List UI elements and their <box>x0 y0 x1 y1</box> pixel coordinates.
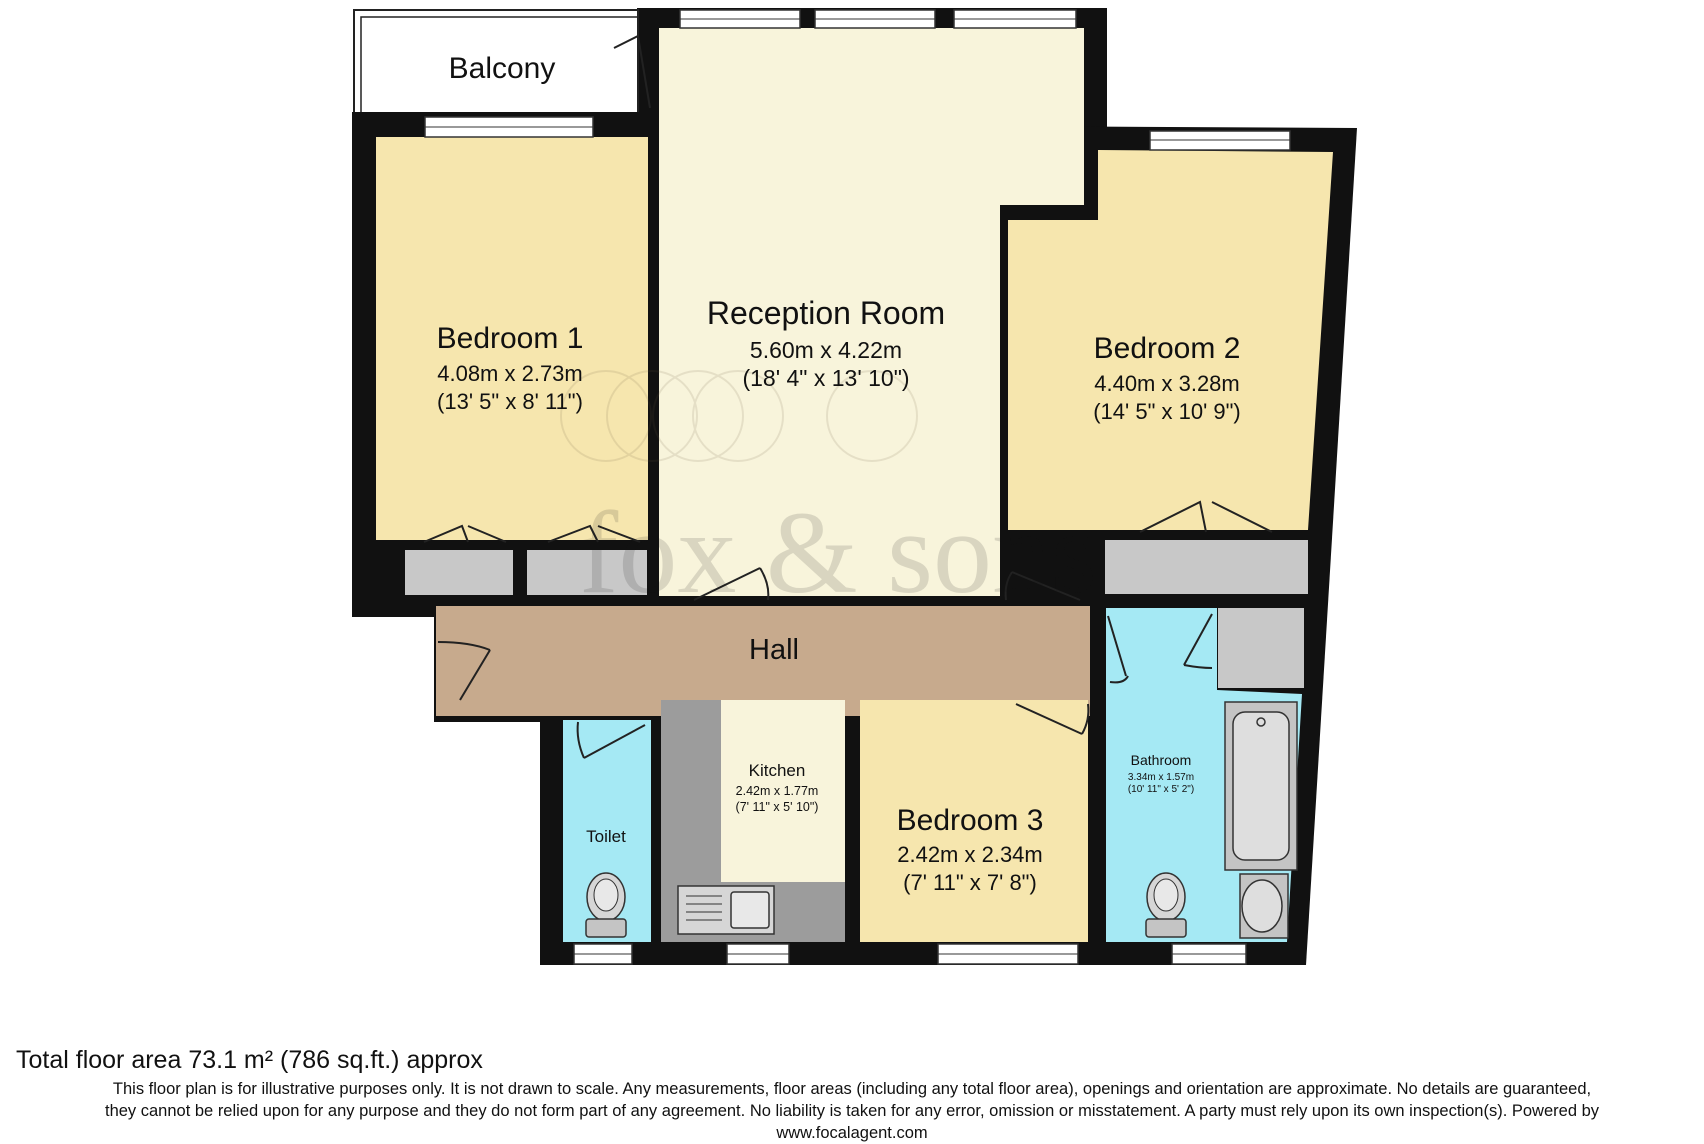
door-swings <box>423 35 1273 759</box>
bedroom-3-metric: 2.42m x 2.34m <box>897 842 1043 867</box>
front-door <box>437 641 491 701</box>
sink-icon <box>677 885 775 935</box>
bedroom-2-door <box>1004 571 1081 601</box>
balcony-door <box>613 35 651 109</box>
bedroom-1-name: Bedroom 1 <box>437 322 584 355</box>
bathroom-wc-icon <box>1145 872 1187 938</box>
bedroom-3-imperial: (7' 11" x 7' 8") <box>903 870 1037 895</box>
agent-watermark <box>560 370 918 462</box>
toilet-door <box>576 721 646 759</box>
bedroom-3-name: Bedroom 3 <box>897 804 1044 837</box>
bedroom-2-wardrobe-doors <box>1139 500 1273 533</box>
bedroom-2-name: Bedroom 2 <box>1094 332 1241 365</box>
hall <box>436 606 1090 716</box>
toilet-name: Toilet <box>586 827 626 846</box>
bedroom-1-wardrobe-left <box>405 550 513 595</box>
balcony-label: Balcony <box>449 52 556 85</box>
reception-room-metric: 5.60m x 4.22m <box>750 337 902 363</box>
bedroom-1 <box>376 137 648 540</box>
disclaimer-line: This floor plan is for illustrative purp… <box>112 1080 1592 1098</box>
disclaimer-link: www.focalagent.com <box>776 1124 928 1142</box>
window-glazing-lines <box>425 18 1290 955</box>
kitchen-metric: 2.42m x 1.77m <box>736 784 819 798</box>
disclaimer: This floor plan is for illustrative purp… <box>0 1078 1704 1144</box>
reception-door <box>693 567 770 601</box>
toilet-wc-icon <box>585 872 627 938</box>
bedroom-2-metric: 4.40m x 3.28m <box>1094 371 1240 396</box>
bathroom-cupboard-door <box>1183 613 1213 669</box>
total-floor-area: Total floor area 73.1 m² (786 sq.ft.) ap… <box>16 1046 483 1074</box>
bath-icon <box>1224 701 1298 871</box>
bedroom-1-imperial: (13' 5" x 8' 11") <box>437 389 583 414</box>
hall-name: Hall <box>749 634 799 666</box>
disclaimer-line: they cannot be relied upon for any purpo… <box>104 1102 1599 1120</box>
kitchen-imperial: (7' 11" x 5' 10") <box>736 800 819 814</box>
bathroom-cupboard <box>1218 608 1304 688</box>
bathroom-imperial: (10' 11" x 5' 2") <box>1128 784 1194 795</box>
bedroom-2 <box>1008 150 1333 530</box>
balcony: Balcony <box>353 9 639 112</box>
bedroom-1-metric: 4.08m x 2.73m <box>437 361 583 386</box>
agent-watermark-text: fox & sons <box>579 487 1097 618</box>
kitchen-name: Kitchen <box>749 761 806 780</box>
reception-room-imperial: (18' 4" x 13' 10") <box>742 365 909 391</box>
reception-room-name: Reception Room <box>707 295 945 331</box>
hall-entrance <box>458 606 498 716</box>
bedroom-3 <box>860 700 1088 942</box>
bedroom-2-imperial: (14' 5" x 10' 9") <box>1093 399 1241 424</box>
basin-icon <box>1239 873 1289 939</box>
reception-room <box>659 28 1084 596</box>
bathroom-door <box>1107 615 1129 684</box>
bedroom-1-wardrobe-right <box>527 550 647 595</box>
bathroom-metric: 3.34m x 1.57m <box>1128 772 1194 783</box>
bedroom-3-door <box>1015 703 1090 735</box>
bedroom-2-wardrobe <box>1105 540 1308 594</box>
bedroom-1-wardrobe-doors <box>423 524 641 543</box>
bathroom-name: Bathroom <box>1131 752 1192 768</box>
